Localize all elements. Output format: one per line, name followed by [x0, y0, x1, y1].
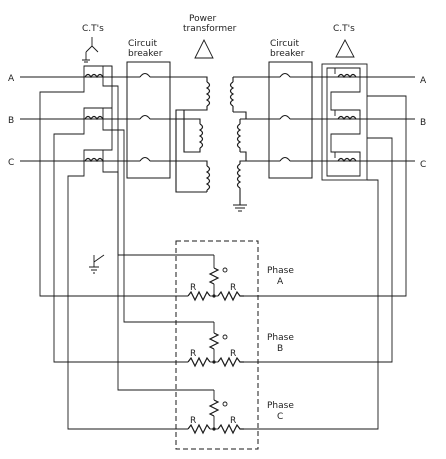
relay-enclosure	[175, 240, 259, 450]
line-label-c-right: C	[420, 160, 426, 170]
resistor-label-b-left: R	[190, 349, 196, 359]
svg-text:breaker: breaker	[270, 49, 305, 59]
resistor-label-a-left: R	[190, 283, 196, 293]
svg-text:breaker: breaker	[128, 49, 163, 59]
left-ct-label: C.T's	[82, 24, 104, 34]
phase-a-label: Phase A	[267, 266, 294, 287]
left-ct-wye-symbol	[82, 37, 99, 63]
svg-text:Circuit: Circuit	[128, 39, 157, 49]
phase-c-label: Phase C	[267, 401, 294, 422]
relay-phase-b: R R	[187, 322, 244, 368]
relay-phase-a: R R	[187, 255, 244, 302]
svg-text:Circuit: Circuit	[270, 39, 299, 49]
resistor-label-b-right: R	[230, 349, 236, 359]
line-label-c: C	[8, 158, 14, 168]
svg-text:C: C	[277, 412, 283, 422]
power-transformer-label: Power transformer	[183, 14, 237, 34]
right-ct-label: C.T's	[333, 24, 355, 34]
relay-phase-c: R R	[187, 390, 244, 435]
left-current-transformers	[83, 65, 113, 163]
left-circuit-breaker	[126, 61, 171, 179]
svg-text:Power: Power	[189, 14, 217, 24]
svg-text:B: B	[277, 344, 283, 354]
right-current-transformers	[321, 63, 368, 181]
svg-text:C.T's: C.T's	[82, 24, 104, 34]
left-breaker-label: Circuit breaker	[128, 39, 163, 59]
pilot-wires-left	[39, 66, 214, 430]
right-phase-conductors	[246, 76, 415, 162]
line-label-a: A	[8, 74, 15, 84]
svg-text:A: A	[277, 277, 284, 287]
svg-text:C.T's: C.T's	[333, 24, 355, 34]
phase-b-label: Phase B	[267, 333, 294, 354]
line-label-b-right: B	[420, 118, 426, 128]
right-circuit-breaker	[268, 61, 313, 179]
resistor-label-c-left: R	[190, 416, 196, 426]
right-ct-delta-symbol	[335, 39, 355, 58]
svg-text:Phase: Phase	[267, 333, 294, 343]
line-label-a-right: A	[420, 76, 427, 86]
svg-text:Phase: Phase	[267, 266, 294, 276]
svg-text:transformer: transformer	[183, 24, 237, 34]
right-breaker-label: Circuit breaker	[270, 39, 305, 59]
transformer-delta-symbol	[194, 38, 214, 59]
resistor-label-c-right: R	[230, 416, 236, 426]
transformer-secondary-winding	[229, 76, 247, 212]
svg-text:Phase: Phase	[267, 401, 294, 411]
relay-ground-symbol	[89, 254, 105, 274]
line-label-b: B	[8, 116, 14, 126]
pilot-wires-right	[244, 95, 407, 430]
resistor-label-a-right: R	[230, 283, 236, 293]
transformer-primary-winding	[175, 76, 211, 193]
